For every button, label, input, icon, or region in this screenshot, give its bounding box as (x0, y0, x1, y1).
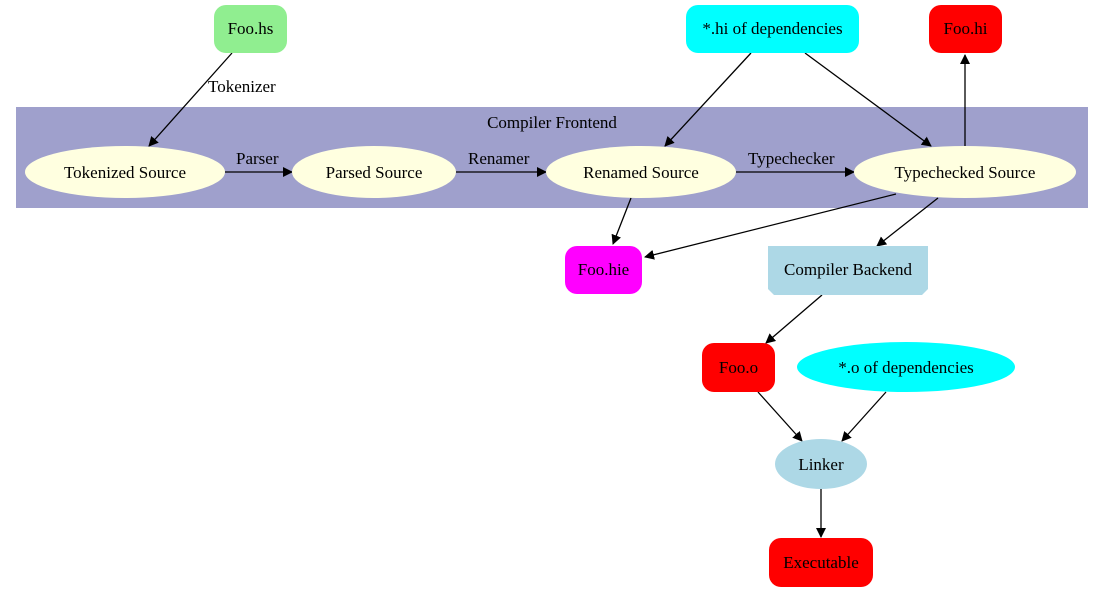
node-renamed-source-label: Renamed Source (583, 163, 699, 182)
node-typechecked-source (854, 146, 1076, 198)
node-foo-o (702, 343, 775, 392)
edge-label-typechecker: Typechecker (748, 149, 835, 168)
node-parsed-source (292, 146, 456, 198)
node-hi-deps-label: *.hi of dependencies (702, 19, 842, 38)
edge-tokenizer (148, 52, 233, 147)
node-linker-label: Linker (798, 455, 844, 474)
node-renamed-source (546, 146, 736, 198)
node-foo-hi-label: Foo.hi (944, 19, 988, 38)
node-o-deps-label: *.o of dependencies (838, 358, 973, 377)
node-foo-hie-label: Foo.hie (578, 260, 629, 279)
edge-hideps-typechecked (804, 52, 932, 147)
edge-hideps-renamed (664, 52, 752, 147)
edge-label-renamer: Renamer (468, 149, 530, 168)
node-linker (775, 439, 867, 489)
edge-backend-fooo (765, 294, 823, 344)
node-foo-hi (929, 5, 1002, 53)
edge-fooo-linker (757, 391, 803, 442)
node-o-deps (797, 342, 1015, 392)
edge-typechecked-foohie (644, 193, 897, 260)
node-foo-o-label: Foo.o (719, 358, 758, 377)
node-hi-deps (686, 5, 859, 53)
node-compiler-backend (768, 246, 928, 295)
edge-label-parser: Parser (236, 149, 279, 168)
cluster-label: Compiler Frontend (487, 113, 617, 132)
edge-renamed-foohie (611, 197, 632, 245)
node-foo-hie (565, 246, 642, 294)
edge-label-tokenizer: Tokenizer (208, 77, 276, 96)
node-tokenized-source-label: Tokenized Source (64, 163, 186, 182)
node-executable-label: Executable (783, 553, 859, 572)
node-executable (769, 538, 873, 587)
node-compiler-backend-label: Compiler Backend (784, 260, 912, 279)
node-typechecked-source-label: Typechecked Source (895, 163, 1036, 182)
node-tokenized-source (25, 146, 225, 198)
node-parsed-source-label: Parsed Source (326, 163, 423, 182)
edge-typechecked-backend (876, 197, 939, 247)
node-foo-hs (214, 5, 287, 53)
node-foo-hs-label: Foo.hs (228, 19, 274, 38)
edge-odeps-linker (841, 391, 887, 442)
